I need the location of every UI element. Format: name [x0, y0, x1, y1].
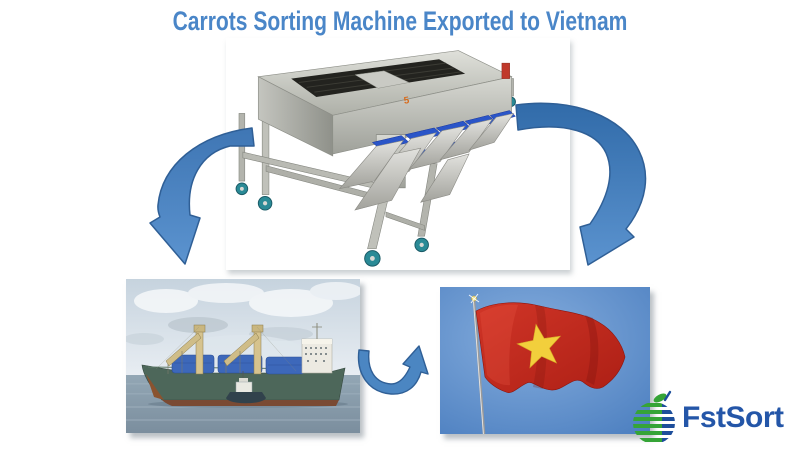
curved-arrow-left-icon [149, 127, 255, 265]
machine-number-label: 5 [403, 95, 410, 107]
sorting-machine-photo: 5 [226, 38, 570, 270]
logo-text: FstSort [682, 401, 784, 434]
tug-boat [226, 371, 266, 404]
page-title: Carrots Sorting Machine Exported to Viet… [172, 6, 628, 36]
cranes [155, 324, 297, 375]
flag-cloth [475, 302, 626, 393]
vietnam-flag-photo [440, 287, 650, 434]
machine-sorting-outlets [338, 110, 516, 211]
fstsort-logo: FstSort [628, 390, 798, 446]
sorting-machine-illustration: 5 [235, 50, 516, 267]
apple-stem [663, 390, 672, 402]
striped-apple-icon [633, 390, 675, 442]
curved-arrow-up-icon [357, 345, 429, 395]
vietnam-flag-illustration [440, 287, 650, 434]
cargo-ship-photo [126, 279, 360, 433]
machine-end-face [257, 76, 334, 157]
apple-leaf [653, 393, 667, 403]
machine-casters [235, 96, 516, 267]
curved-arrow-right-icon [515, 102, 647, 266]
superstructure [301, 323, 333, 374]
cargo-ship-illustration [126, 279, 360, 433]
flag-star [516, 323, 562, 369]
machine-motor [501, 62, 510, 79]
flag-pole [468, 293, 486, 434]
